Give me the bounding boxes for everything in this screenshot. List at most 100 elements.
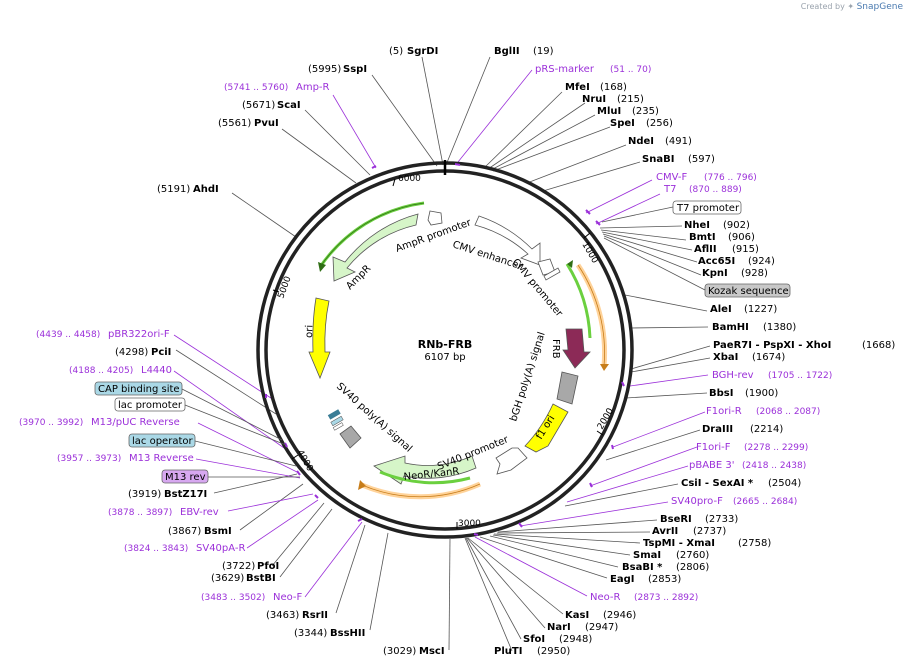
lac-operator-label[interactable]: lac operator <box>128 433 196 448</box>
site-mfei[interactable]: MfeI(168) <box>565 82 627 93</box>
primer-prs-marker[interactable]: pRS-marker(51 .. 70) <box>535 64 651 75</box>
site-ahdi[interactable]: (5191)AhdI <box>157 184 219 195</box>
site-pos: (906) <box>728 232 755 243</box>
primer-name: SV40pA-R <box>196 543 245 554</box>
site-name: MluI <box>597 106 621 117</box>
site-aflii[interactable]: AflII(915) <box>694 244 759 255</box>
cap-binding-site-label[interactable]: CAP binding site <box>94 381 183 396</box>
site-bsabi[interactable]: BsaBI *(2806) <box>622 562 709 573</box>
primer-l4440[interactable]: (4188 .. 4205)L4440 <box>69 365 172 376</box>
primer-neo-r[interactable]: Neo-R(2873 .. 2892) <box>590 592 698 603</box>
site-pvui[interactable]: (5561)PvuI <box>218 118 279 129</box>
primer-neo-f[interactable]: (3483 .. 3502)Neo-F <box>201 592 303 603</box>
site-bbsi[interactable]: BbsI(1900) <box>709 388 778 399</box>
primer-f1ori-r[interactable]: F1ori-R(2068 .. 2087) <box>706 406 820 417</box>
site-scai[interactable]: (5671)ScaI <box>242 100 301 111</box>
credit-brand: SnapGene <box>856 2 903 12</box>
site-pos: (215) <box>617 94 644 105</box>
site-pos: (491) <box>665 136 692 147</box>
site-xbai[interactable]: XbaI(1674) <box>713 352 785 363</box>
site-bseri[interactable]: BseRI(2733) <box>660 514 738 525</box>
primer-ebv-rev[interactable]: (3878 .. 3897)EBV-rev <box>108 507 219 518</box>
site-pos: (2733) <box>705 514 738 525</box>
lac-operator-text: lac operator <box>132 436 193 447</box>
primer-name: M13/pUC Reverse <box>91 417 180 428</box>
t7-promoter-label[interactable]: T7 promoter <box>672 200 742 215</box>
primer-range: (2068 .. 2087) <box>756 407 820 417</box>
kozak-sequence-label[interactable]: Kozak sequence <box>704 283 791 298</box>
site-paer7i-pspxi-xhoi[interactable]: PaeR7I - PspXI - XhoI(1668) <box>713 340 895 351</box>
site-name: NruI <box>582 94 606 105</box>
primer-range: (4439 .. 4458) <box>36 330 100 340</box>
primer-pbr322ori-f[interactable]: (4439 .. 4458)pBR322ori-F <box>36 329 170 340</box>
site-msci[interactable]: (3029)MscI <box>383 646 445 657</box>
site-bstz17i[interactable]: (3919)BstZ17I <box>128 489 207 500</box>
site-pos: (256) <box>646 118 673 129</box>
boxed-leaders <box>181 206 706 478</box>
site-nrui[interactable]: NruI (215) <box>582 94 644 105</box>
primer-t7[interactable]: T7(870 .. 889) <box>663 184 742 195</box>
site-pos: (1900) <box>745 388 778 399</box>
site-name: EagI <box>610 574 634 585</box>
site-kasi[interactable]: KasI (2946) <box>565 610 636 621</box>
site-bglii[interactable]: BglII(19) <box>494 46 554 57</box>
site-pos: (2946) <box>603 610 636 621</box>
site-csii-sexai[interactable]: CsiI - SexAI *(2504) <box>681 478 801 489</box>
primer-sv40pro-f[interactable]: SV40pro-F(2665 .. 2684) <box>671 496 797 507</box>
site-name: PciI <box>151 347 171 358</box>
site-sspi[interactable]: (5995)SspI <box>308 64 367 75</box>
site-alei[interactable]: AleI(1227) <box>710 304 777 315</box>
site-pos: (5191) <box>157 184 190 195</box>
site-acc65i[interactable]: Acc65I(924) <box>698 256 775 267</box>
site-name: NarI <box>547 622 571 633</box>
m13-rev-label[interactable]: M13 rev <box>161 469 209 484</box>
t7-promoter-text: T7 promoter <box>676 203 740 214</box>
site-bsshii[interactable]: (3344)BssHII <box>294 628 365 639</box>
site-bsmi[interactable]: (3867)BsmI <box>168 526 232 537</box>
site-snabi[interactable]: SnaBI(597) <box>642 154 715 165</box>
site-name: NheI <box>684 220 710 231</box>
cmv-enhancer-feature <box>474 215 541 266</box>
site-smai[interactable]: SmaI(2760) <box>633 550 709 561</box>
site-pfoi[interactable]: (3722)PfoI <box>222 561 279 572</box>
site-tspmi-xmai[interactable]: TspMI - XmaI(2758) <box>643 538 771 549</box>
site-draiii[interactable]: DraIII(2214) <box>702 424 783 435</box>
site-ndei[interactable]: NdeI(491) <box>628 136 692 147</box>
site-eagi[interactable]: EagI(2853) <box>610 574 681 585</box>
site-pluti[interactable]: PluTI(2950) <box>494 646 570 657</box>
site-bstbi[interactable]: (3629)BstBI <box>211 573 276 584</box>
site-name: KasI <box>565 610 589 621</box>
site-nhei[interactable]: NheI(902) <box>684 220 750 231</box>
site-spei[interactable]: SpeI(256) <box>610 118 673 129</box>
lac-promoter-text: lac promoter <box>118 400 183 411</box>
primer-m13-reverse[interactable]: (3957 .. 3973)M13 Reverse <box>57 453 194 464</box>
site-pos: (915) <box>732 244 759 255</box>
primer-f1ori-f[interactable]: F1ori-F(2278 .. 2299) <box>696 442 808 453</box>
site-nari[interactable]: NarI(2947) <box>547 622 618 633</box>
site-pos: (3867) <box>168 526 201 537</box>
primer-range: (3824 .. 3843) <box>124 544 188 554</box>
primer-name: M13 Reverse <box>129 453 194 464</box>
site-sfoi[interactable]: SfoI(2948) <box>523 634 592 645</box>
site-mlui[interactable]: MluI(235) <box>597 106 659 117</box>
plasmid-backbone <box>256 160 634 539</box>
site-rsrii[interactable]: (3463)RsrII <box>266 610 328 621</box>
site-bmti[interactable]: BmtI(906) <box>689 232 755 243</box>
primer-amp-r[interactable]: (5741 .. 5760)Amp-R <box>224 82 330 93</box>
primer-sv40pa-r[interactable]: (3824 .. 3843) SV40pA-R <box>124 543 245 554</box>
site-avrii[interactable]: AvrII(2737) <box>652 526 726 537</box>
primer-cmv-f[interactable]: CMV-F(776 .. 796) <box>656 172 757 183</box>
primer-range: (870 .. 889) <box>689 185 742 195</box>
site-kpni[interactable]: KpnI(928) <box>702 268 768 279</box>
primer-m13-puc-reverse[interactable]: (3970 .. 3992)M13/pUC Reverse <box>19 417 180 428</box>
primer-pbabe-3[interactable]: pBABE 3'(2418 .. 2438) <box>689 460 806 471</box>
site-pcii[interactable]: (4298)PciI <box>115 347 171 358</box>
site-bamhi[interactable]: BamHI(1380) <box>712 322 796 333</box>
site-sgrdi[interactable]: (5)SgrDI <box>389 46 438 57</box>
site-name: ScaI <box>277 100 301 111</box>
cmv-green-track <box>565 263 592 339</box>
primer-bgh-rev[interactable]: BGH-rev(1705 .. 1722) <box>712 370 832 381</box>
lac-promoter-label[interactable]: lac promoter <box>114 397 186 412</box>
feature-arrows <box>308 201 609 500</box>
